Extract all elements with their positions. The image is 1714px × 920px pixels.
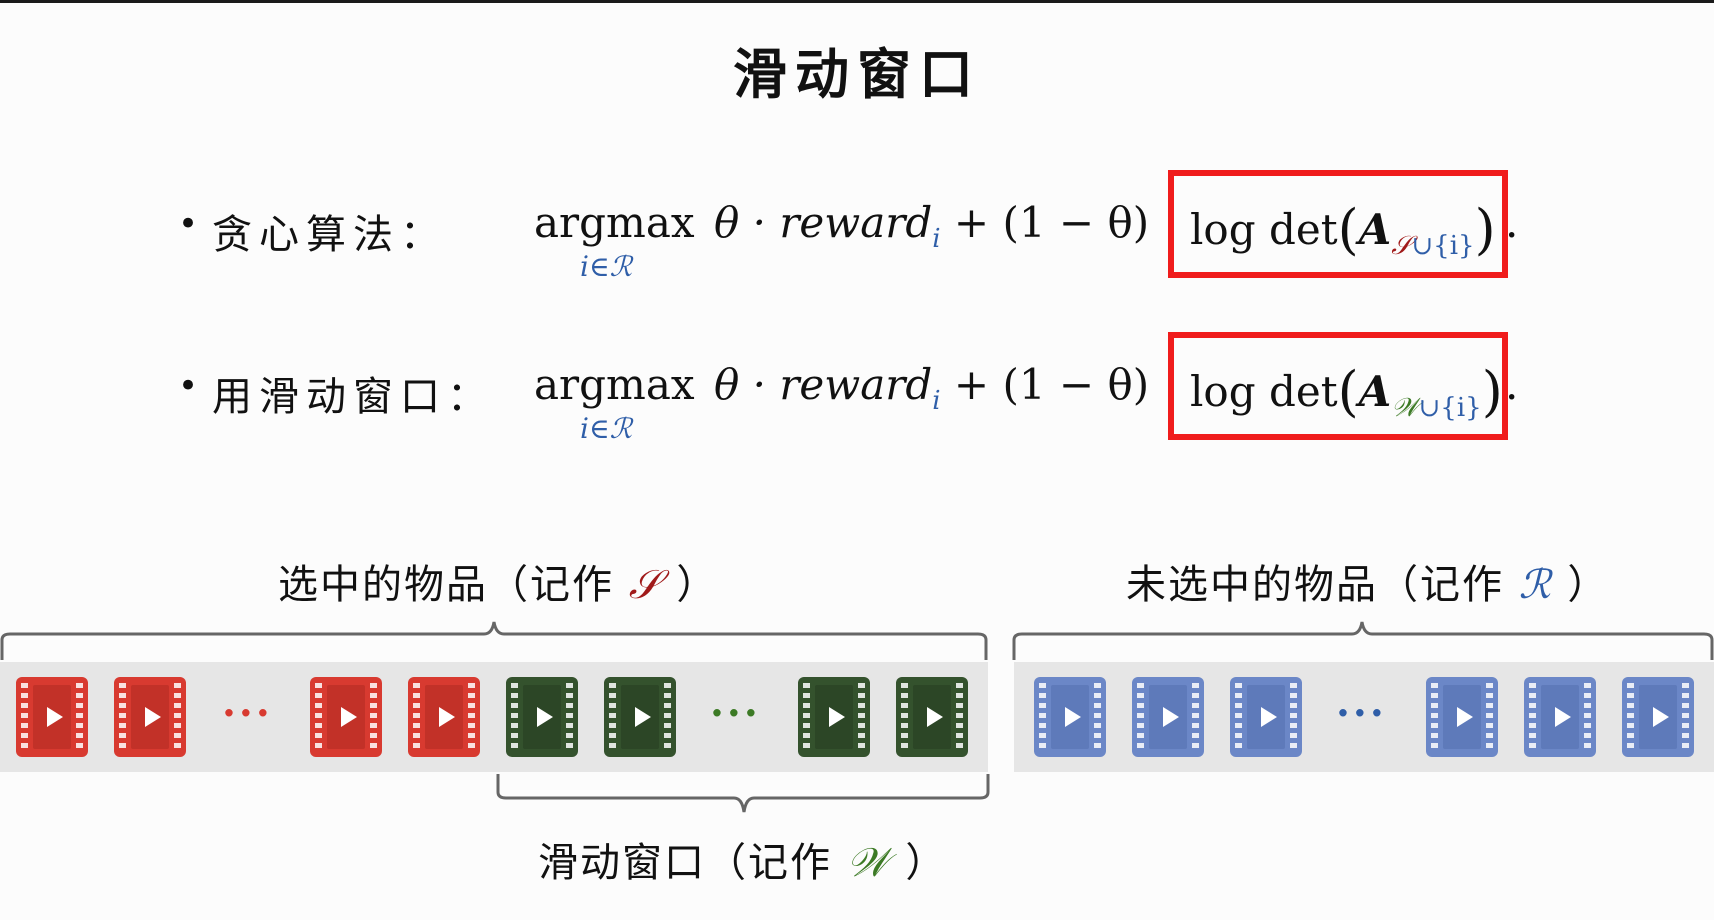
argmax-text: argmax: [534, 198, 695, 247]
unselected-strip: [1014, 662, 1714, 772]
reward-subscript: i: [932, 386, 941, 416]
theta-reward: θ · reward: [714, 198, 933, 247]
bullet-dot: •: [178, 204, 199, 244]
top-rule: [0, 0, 1714, 3]
video-play-icon: [1230, 677, 1302, 757]
video-play-icon: [16, 677, 88, 757]
ellipsis-green: ···: [710, 690, 761, 737]
video-play-icon: [506, 677, 578, 757]
bullet-greedy: • 贪心算法： argmax i∈ℛ θ · rewardi + (1 − θ)…: [0, 168, 1714, 288]
end-dot: .: [1505, 198, 1519, 247]
highlight-box: [1168, 332, 1508, 440]
logdet-expr: log det(A𝒮∪{i}): [1190, 198, 1496, 261]
video-play-icon: [1622, 677, 1694, 757]
video-play-icon: [896, 677, 968, 757]
video-play-icon: [604, 677, 676, 757]
video-play-icon: [1034, 677, 1106, 757]
top-braces: [0, 621, 1714, 660]
union-term: ∪{i}: [1418, 393, 1482, 423]
plus-term: + (1 − θ): [940, 198, 1150, 247]
bullet-label: 用滑动窗口：: [212, 374, 494, 420]
logdet-expr: log det(A𝒲∪{i}): [1190, 360, 1503, 423]
plus-term: + (1 − θ): [940, 360, 1150, 409]
unselected-symbol: ℛ: [1518, 562, 1553, 608]
unselected-items-label: 未选中的物品（记作 ℛ ）: [1126, 562, 1610, 608]
objective-expr: θ · rewardi + (1 − θ): [714, 198, 1149, 254]
matrix-symbol: A: [1358, 367, 1392, 416]
video-play-icon: [408, 677, 480, 757]
argmax-text: argmax: [534, 360, 695, 409]
argmax-subscript: i∈ℛ: [580, 250, 633, 283]
video-play-icon: [1426, 677, 1498, 757]
logdet-text: log det: [1190, 367, 1338, 416]
page-title: 滑动窗口: [733, 42, 981, 106]
highlight-box: [1168, 170, 1508, 278]
video-play-icon: [310, 677, 382, 757]
ellipsis-blue: ···: [1336, 690, 1387, 737]
bullet-dot: •: [178, 366, 199, 406]
ellipsis-red: ···: [222, 690, 273, 737]
logdet-text: log det: [1190, 205, 1338, 254]
set-symbol: 𝒮: [1391, 231, 1412, 261]
objective-expr: θ · rewardi + (1 − θ): [714, 360, 1149, 416]
matrix-symbol: A: [1358, 205, 1392, 254]
reward-subscript: i: [932, 224, 941, 254]
video-play-icon: [1132, 677, 1204, 757]
bottom-brace: [496, 774, 990, 813]
end-dot: .: [1505, 360, 1519, 409]
window-symbol: 𝒲: [846, 840, 891, 886]
selected-items-label: 选中的物品（记作 𝒮 ）: [278, 562, 719, 608]
set-symbol: 𝒲: [1391, 393, 1419, 423]
selected-symbol: 𝒮: [628, 562, 662, 608]
window-brace: [496, 774, 990, 813]
bullet-window: • 用滑动窗口： argmax i∈ℛ θ · rewardi + (1 − θ…: [0, 330, 1714, 450]
theta-reward: θ · reward: [714, 360, 933, 409]
video-play-icon: [1524, 677, 1596, 757]
video-play-icon: [114, 677, 186, 757]
argmax-subscript: i∈ℛ: [580, 412, 633, 445]
unselected-brace: [1012, 621, 1714, 660]
bullet-label: 贪心算法：: [212, 212, 447, 258]
selected-brace: [0, 621, 988, 660]
union-term: ∪{i}: [1411, 231, 1475, 261]
video-play-icon: [798, 677, 870, 757]
window-label: 滑动窗口（记作 𝒲 ）: [538, 840, 948, 886]
